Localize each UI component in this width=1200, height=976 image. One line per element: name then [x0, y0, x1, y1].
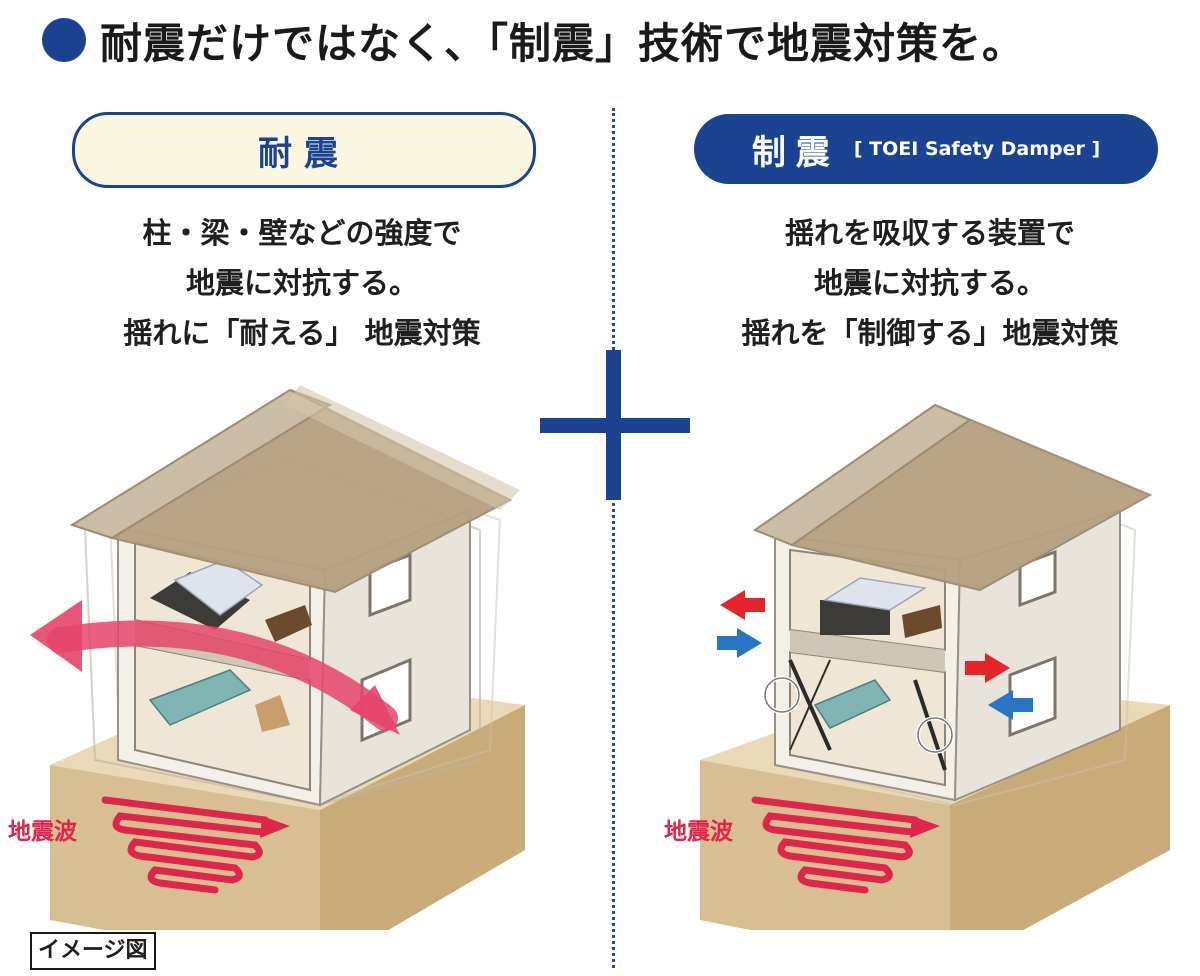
sofa — [148, 669, 252, 726]
sofa — [813, 679, 892, 729]
taishin-house-illustration — [30, 385, 525, 930]
center-divider — [612, 108, 615, 968]
seishin-line-2: 地震に対抗する。 — [813, 266, 1046, 300]
title-row: 耐震だけではなく、「制震」技術で地震対策を。 — [42, 10, 1025, 70]
taishin-line-1: 柱・梁・壁などの強度で — [142, 216, 462, 250]
sway-arrow-icon — [47, 620, 398, 731]
lower-room — [134, 643, 311, 792]
taishin-heading: 耐震 — [72, 112, 536, 188]
taishin-description: 柱・梁・壁などの強度で 地震に対抗する。 揺れに「耐える」 地震対策 — [52, 208, 552, 358]
title-bullet-icon — [42, 18, 86, 62]
seismic-wave-icon — [751, 796, 923, 894]
seishin-line-3: 揺れを「制御する」地震対策 — [741, 316, 1119, 350]
left-wave-label: 地震波 — [8, 819, 77, 845]
image-note: イメージ図 — [30, 932, 156, 970]
lower-room — [789, 650, 946, 787]
seismic-wave-arrowhead — [260, 816, 290, 838]
seishin-subheading: [ TOEI Safety Damper ] — [853, 138, 1101, 160]
right-red-arrow-icon — [965, 653, 1010, 683]
seishin-line-1: 揺れを吸収する装置で — [784, 216, 1075, 250]
right-blue-arrow-icon — [988, 690, 1033, 720]
right-wave-label: 地震波 — [664, 819, 733, 845]
tilted-bed — [150, 572, 250, 630]
seishin-house-illustration — [700, 403, 1170, 930]
left-red-arrow-icon — [720, 590, 765, 620]
ground-side — [950, 705, 1170, 930]
taishin-line-2: 地震に対抗する。 — [185, 266, 418, 300]
seishin-heading: 制震 — [751, 132, 840, 173]
seishin-description: 揺れを吸収する装置で 地震に対抗する。 揺れを「制御する」地震対策 — [680, 208, 1180, 358]
page-title: 耐震だけではなく、「制震」技術で地震対策を。 — [100, 18, 1026, 68]
side-window-upper — [1018, 549, 1057, 608]
left-blue-arrow-icon — [717, 628, 762, 658]
seishin-heading-pill: 制震 [ TOEI Safety Damper ] — [694, 114, 1158, 184]
plus-icon-horizontal — [540, 418, 690, 433]
roof-side — [789, 404, 1153, 592]
taishin-line-3: 揺れに「耐える」 地震対策 — [123, 316, 481, 350]
seismic-wave-icon — [101, 796, 273, 894]
damper-right — [913, 679, 947, 771]
